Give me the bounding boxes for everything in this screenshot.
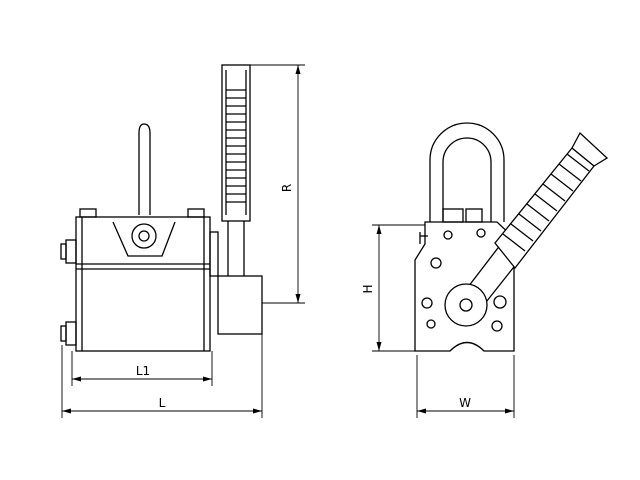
side-top-stud-right (187, 208, 205, 218)
side-right-plate (209, 231, 219, 277)
front-hole (430, 257, 442, 269)
front-hole (491, 320, 503, 332)
side-view (60, 64, 263, 352)
dimension-w: W (416, 355, 515, 418)
side-bolt-lower (65, 321, 77, 346)
front-hub-center (459, 298, 473, 312)
dimension-label-h: H (361, 284, 375, 293)
side-body (75, 216, 211, 352)
front-handle-tip (571, 131, 609, 167)
dimension-l: L (61, 334, 263, 418)
side-handle-lever (221, 64, 251, 222)
side-eye-pad (112, 221, 176, 257)
front-handle-grip-ribs (502, 153, 590, 252)
dimension-l1: L1 (71, 351, 213, 386)
front-hole (421, 297, 433, 309)
front-shackle-clamp-right (465, 208, 483, 223)
front-shackle-clamp-left (442, 208, 464, 223)
front-hole (443, 230, 453, 240)
side-handle-grip-ribs (226, 89, 246, 203)
front-shackle (429, 122, 505, 222)
front-hole (476, 228, 486, 238)
dimension-r: R (250, 64, 305, 304)
dimension-label-l: L (159, 396, 166, 410)
front-hole (426, 319, 436, 329)
side-handle-base (217, 275, 263, 335)
front-view (414, 122, 609, 352)
dimension-label-r: R (280, 184, 294, 192)
side-eye-hole (131, 223, 157, 249)
side-bolt-upper (65, 239, 77, 264)
front-hole (493, 295, 507, 309)
dimension-label-w: W (459, 396, 471, 410)
front-hub (444, 283, 488, 327)
side-lifting-rod (138, 123, 151, 215)
side-top-stud-left (79, 208, 97, 218)
dimension-h: H (361, 224, 425, 352)
dimension-label-l1: L1 (136, 364, 150, 378)
